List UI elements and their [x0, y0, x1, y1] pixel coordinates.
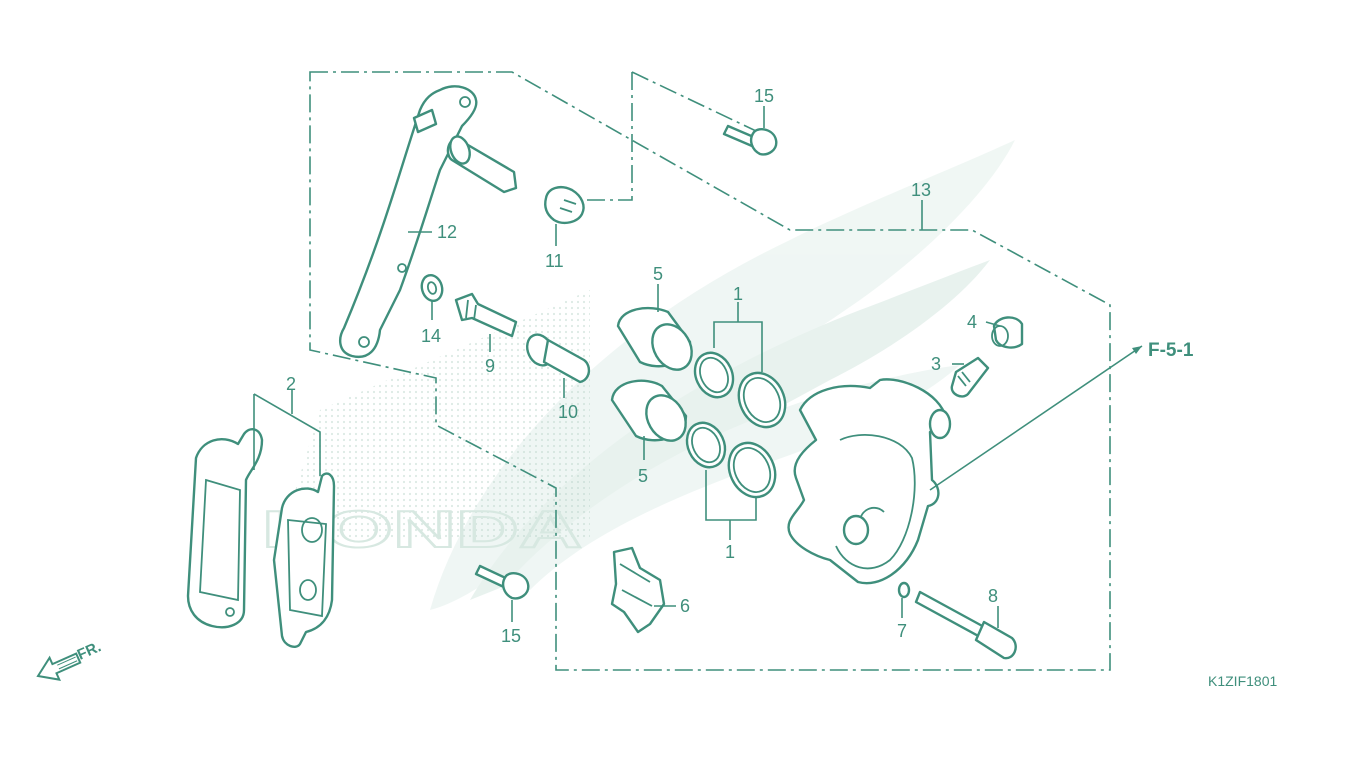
callout-2: 2 — [286, 374, 296, 394]
callout-15-upper: 15 — [754, 86, 774, 106]
callout-6: 6 — [680, 596, 690, 616]
brake-pad-outer-part-2 — [272, 472, 336, 648]
callout-7: 7 — [897, 621, 907, 641]
callout-3: 3 — [931, 354, 941, 374]
caliper-piston-part-5-lower — [610, 379, 688, 442]
caliper-piston-part-5-upper — [616, 306, 693, 371]
callout-8: 9 — [485, 356, 495, 376]
callout-leader-lines — [253, 106, 1143, 628]
brake-pad-inner-part-2 — [186, 428, 264, 629]
caliper-body-part-11 — [787, 378, 952, 585]
o-ring-part-7 — [897, 581, 911, 599]
callout-4: 4 — [967, 312, 977, 332]
bleeder-cap-part-4 — [991, 316, 1024, 349]
callout-10: 11 — [545, 251, 564, 271]
pin-bolt-part-8 — [454, 292, 518, 338]
callout-15-lower: 15 — [501, 626, 521, 646]
pad-pin-part-13 — [914, 590, 1017, 660]
pin-bolt-part-9 — [525, 333, 591, 384]
pad-spring-part-6 — [610, 546, 666, 634]
piston-seals-part-1 — [685, 351, 787, 499]
caliper-bracket-part-12 — [339, 85, 518, 359]
callout-5-upper: 5 — [653, 264, 663, 284]
callout-1-upper: 1 — [733, 284, 743, 304]
pin-boot-part-10 — [544, 186, 585, 225]
bleeder-screw-part-3 — [950, 356, 990, 398]
bolt-part-15-upper — [722, 124, 778, 156]
front-direction-label: FR. — [75, 638, 104, 663]
bolt-part-15-lower — [474, 564, 530, 600]
callout-5-lower: 5 — [638, 466, 648, 486]
callout-9: 10 — [558, 402, 578, 422]
callout-13: 8 — [988, 586, 998, 606]
callout-14: 14 — [421, 326, 441, 346]
washer-part-14 — [420, 273, 444, 303]
callout-1-lower: 1 — [725, 542, 735, 562]
callout-11: 13 — [911, 180, 931, 200]
front-direction-arrow-icon — [36, 652, 82, 681]
reference-label: F-5-1 — [1148, 340, 1194, 361]
callout-12: 12 — [437, 222, 457, 242]
caliper-assembly-outline — [309, 71, 1111, 671]
figure-code: K1ZIF1801 — [1208, 673, 1277, 689]
